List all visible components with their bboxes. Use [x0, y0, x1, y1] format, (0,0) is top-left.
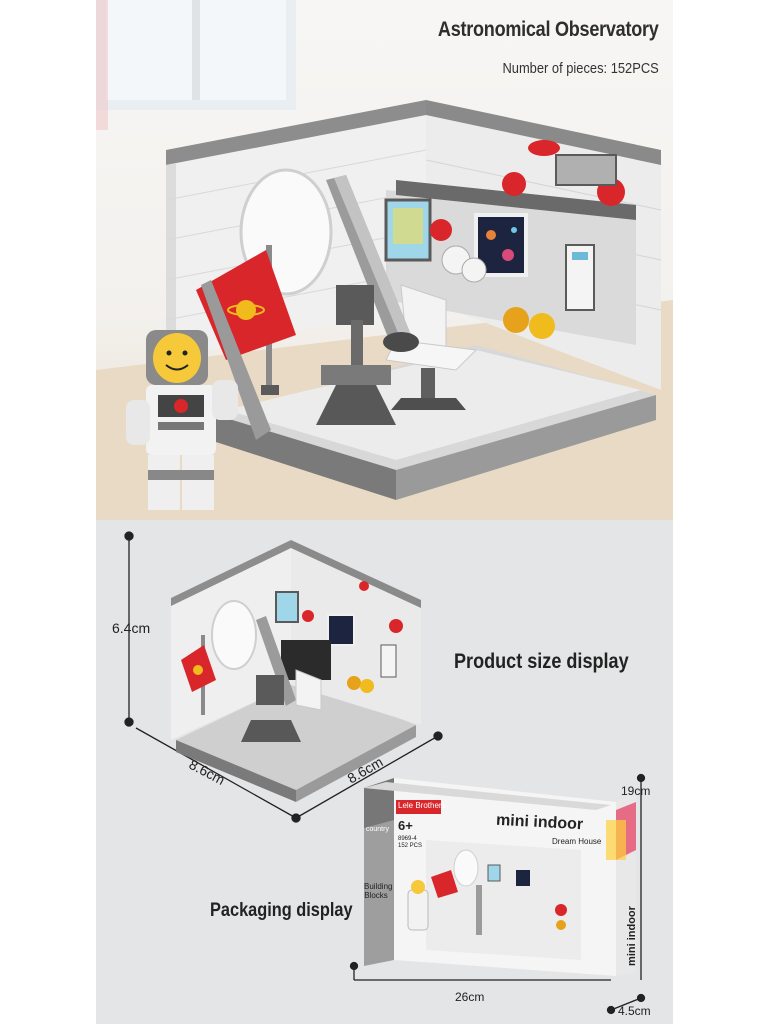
- small-model: [171, 540, 421, 802]
- box-pcs: 152 PCS: [398, 843, 423, 849]
- height-dimension: 6.4cm: [112, 620, 151, 636]
- hero-scene: Astronomical Observatory Number of piece…: [96, 0, 673, 520]
- size-diagram: [124, 531, 646, 1015]
- flag: [196, 245, 296, 440]
- product-title: Astronomical Observatory: [438, 18, 659, 41]
- piece-count: Number of pieces: 152PCS: [502, 60, 659, 77]
- box-brand: Lele Brothers: [398, 801, 446, 810]
- size-section: 6.4cm 8.6cm 8.6cm Product size display P…: [96, 520, 673, 1024]
- packaging-label: Packaging display: [210, 900, 353, 921]
- red-button: [430, 219, 452, 241]
- yellow-button: [503, 307, 529, 333]
- telescope: [316, 175, 419, 425]
- box-front-subtitle: Dream House: [552, 837, 602, 846]
- product-size-label: Product size display: [454, 650, 629, 673]
- package-box: [364, 778, 636, 976]
- observatory-illustration: [96, 0, 673, 520]
- box-country: country: [366, 826, 389, 833]
- box-age: 6+: [398, 818, 413, 833]
- box-depth-dimension: 4.5cm: [618, 1004, 651, 1018]
- box-height-dimension: 19cm: [621, 784, 651, 798]
- box-side-title: mini indoor: [625, 906, 638, 966]
- box-model: 8969-4: [398, 836, 417, 842]
- box-length-dimension: 26cm: [455, 990, 485, 1004]
- box-side-text: Building Blocks: [364, 882, 393, 900]
- astronaut-minifigure: [126, 330, 238, 510]
